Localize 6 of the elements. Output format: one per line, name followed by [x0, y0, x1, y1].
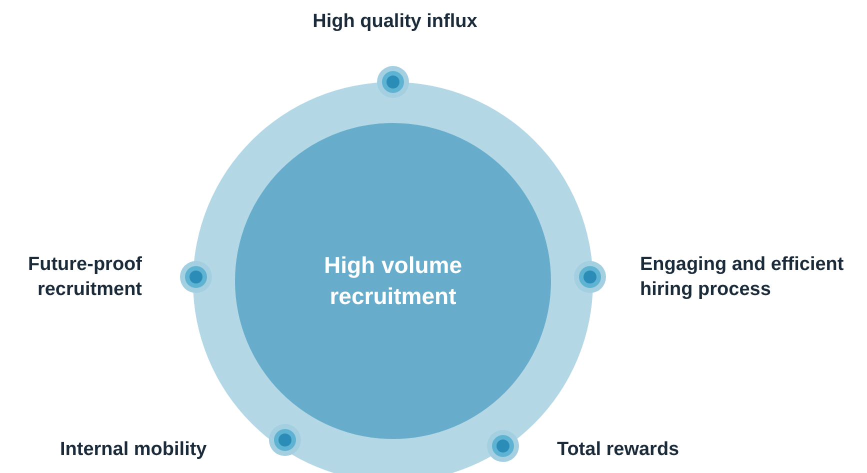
outcome-label: Internal mobility: [60, 438, 208, 462]
outcome-label: Future-proof recruitment: [27, 253, 142, 302]
outcome-label: Total rewards: [557, 438, 680, 462]
outcome-label: Engaging and efficient hiring process: [640, 253, 845, 302]
center-title: High volume recruitment: [322, 250, 463, 311]
outcome-label: High quality influx: [312, 10, 478, 34]
